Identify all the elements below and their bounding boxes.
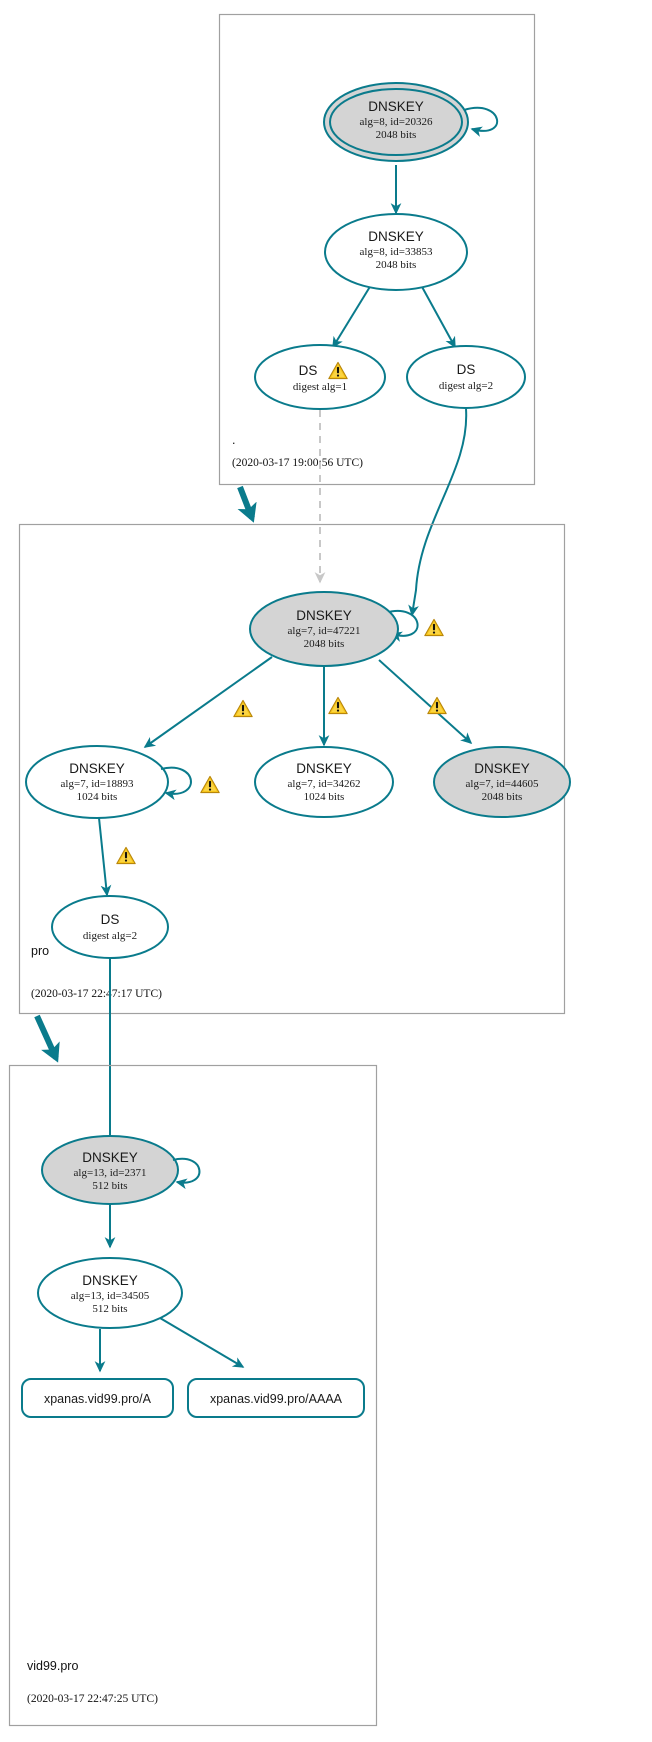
node-root-zsk-detail: alg=8, id=33853 [360,246,433,258]
node-vid-zsk-ellipse [37,1257,183,1329]
edge-pro-18893-to-ds [98,817,112,897]
edge-vid-zsk-to-rrset-aaaa [159,1317,245,1368]
node-rrset-aaaa-box [187,1378,365,1418]
edge-pro-ksk-to-44605 [378,659,473,745]
node-root-ksk[interactable]: DNSKEY alg=8, id=20326 2048 bits [323,82,469,162]
node-pro-ksk-detail: alg=7, id=47221 [288,625,361,637]
node-pro-zsk-18893-bits: 1024 bits [77,791,118,803]
node-pro-ds-alg2-title: DS [101,912,120,927]
node-root-ds-alg1-title: DS [299,363,318,378]
node-pro-ds-alg2-detail: digest alg=2 [83,930,137,942]
node-root-ds-alg2-ellipse [406,345,526,409]
node-pro-ksk-ellipse [249,591,399,667]
zone-vid99pro: DNSKEY alg=13, id=2371 512 bits DNSKEY a… [8,1064,378,1727]
node-root-zsk-ellipse [324,213,468,291]
node-root-zsk[interactable]: DNSKEY alg=8, id=33853 2048 bits [324,213,468,291]
edge-vid-ksk-self-loop [172,1157,201,1190]
node-pro-ds-alg2[interactable]: DS digest alg=2 [51,895,169,959]
edge-pro-ksk-to-18893 [143,656,273,748]
edge-pro-18893-self-loop [160,766,192,801]
warning-triangle-icon [200,775,220,794]
node-root-ds-alg2-detail: digest alg=2 [439,380,493,392]
node-root-ksk-inner-ellipse [329,88,463,156]
node-vid-ksk-bits: 512 bits [92,1180,127,1192]
node-root-ksk-title: DNSKEY [368,99,424,114]
edge-root-zsk-to-ds1 [332,284,372,349]
node-vid-ksk[interactable]: DNSKEY alg=13, id=2371 512 bits [41,1135,179,1205]
node-root-ds-alg1-ellipse [254,344,386,410]
node-rrset-a[interactable]: xpanas.vid99.pro/A [21,1378,174,1418]
node-rrset-a-box [21,1378,174,1418]
node-pro-zsk-34262-ellipse [254,746,394,818]
zone-pro-timestamp: (2020-03-17 22:47:17 UTC) [31,988,162,1000]
node-pro-zsk-34262-bits: 1024 bits [304,791,345,803]
zone-vid99pro-label: vid99.pro [27,1659,78,1673]
warning-triangle-icon [424,618,444,637]
zone-vid99pro-border [8,1064,378,1727]
node-vid-zsk-title: DNSKEY [82,1273,138,1288]
node-vid-zsk-bits: 512 bits [92,1303,127,1315]
node-vid-zsk[interactable]: DNSKEY alg=13, id=34505 512 bits [37,1257,183,1329]
warning-triangle-icon [116,846,136,865]
node-pro-zsk-44605-detail: alg=7, id=44605 [466,778,539,790]
node-pro-zsk-18893-detail: alg=7, id=18893 [61,778,134,790]
zone-vid99pro-timestamp: (2020-03-17 22:47:25 UTC) [27,1693,158,1705]
node-pro-zsk-18893[interactable]: DNSKEY alg=7, id=18893 1024 bits [25,745,169,819]
node-vid-ksk-title: DNSKEY [82,1150,138,1165]
node-pro-zsk-44605[interactable]: DNSKEY alg=7, id=44605 2048 bits [433,746,571,818]
node-root-ds-alg1[interactable]: DS digest alg=1 [254,344,386,410]
node-pro-zsk-34262-title: DNSKEY [296,761,352,776]
node-pro-ksk-bits: 2048 bits [304,638,345,650]
warning-triangle-icon [233,699,253,718]
node-pro-zsk-34262[interactable]: DNSKEY alg=7, id=34262 1024 bits [254,746,394,818]
edge-delegation-pro-to-vid99 [34,1014,60,1063]
node-pro-zsk-18893-title: DNSKEY [69,761,125,776]
edge-root-zsk-to-ds2 [420,284,456,349]
node-root-ds-alg2[interactable]: DS digest alg=2 [406,345,526,409]
edge-delegation-root-to-pro [237,485,257,523]
node-root-zsk-title: DNSKEY [368,229,424,244]
warning-triangle-icon [328,696,348,715]
edge-pro-ksk-self-loop [384,610,419,642]
node-pro-ksk-title: DNSKEY [296,608,352,623]
zone-pro-label: pro [31,944,49,958]
node-pro-ds-alg2-ellipse [51,895,169,959]
node-vid-ksk-detail: alg=13, id=2371 [74,1167,147,1179]
node-pro-zsk-34262-detail: alg=7, id=34262 [288,778,361,790]
zone-root-label: . [232,433,235,447]
node-root-ksk-detail: alg=8, id=20326 [360,116,433,128]
node-root-ksk-bits: 2048 bits [376,129,417,141]
node-pro-zsk-44605-title: DNSKEY [474,761,530,776]
zone-pro: DNSKEY alg=7, id=47221 2048 bits DNSKEY … [18,523,571,1015]
node-rrset-a-label: xpanas.vid99.pro/A [44,1392,152,1406]
node-rrset-aaaa[interactable]: xpanas.vid99.pro/AAAA [187,1378,365,1418]
edge-root-ksk-self-loop [463,107,499,137]
zone-root-border [218,13,536,486]
node-pro-zsk-44605-bits: 2048 bits [482,791,523,803]
node-root-zsk-bits: 2048 bits [376,259,417,271]
node-pro-zsk-18893-ellipse [25,745,169,819]
node-vid-zsk-detail: alg=13, id=34505 [71,1290,150,1302]
zone-root-timestamp: (2020-03-17 19:00:56 UTC) [232,457,363,469]
node-root-ds-alg1-detail: digest alg=1 [293,381,347,393]
edge-ds-alg2-to-pro-ksk [408,408,468,617]
zone-root: DNSKEY alg=8, id=20326 2048 bits DNSKEY … [218,13,536,486]
node-root-ds-alg2-title: DS [457,362,476,377]
node-rrset-aaaa-label: xpanas.vid99.pro/AAAA [210,1392,343,1406]
node-pro-zsk-44605-ellipse [433,746,571,818]
node-pro-ksk[interactable]: DNSKEY alg=7, id=47221 2048 bits [249,591,399,667]
